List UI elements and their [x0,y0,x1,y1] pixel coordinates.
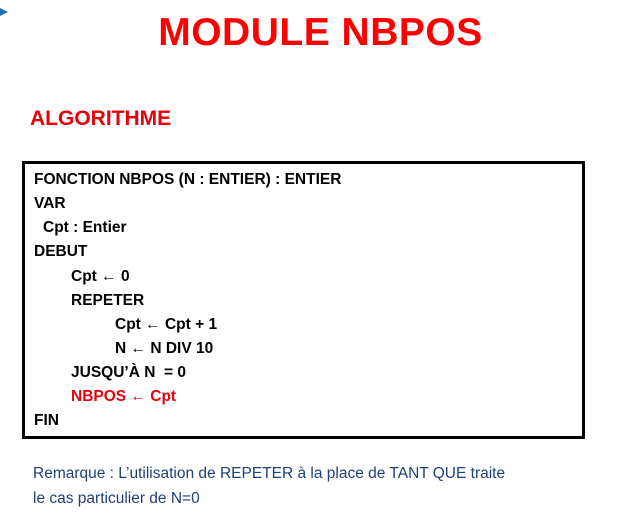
assign-arrow-icon: ← [130,388,146,405]
assign-arrow-icon: ← [130,340,147,357]
page-title: MODULE NBPOS [158,11,483,54]
remark-line-2: le cas particulier de N=0 [33,490,200,507]
assign-arrow-icon: ← [145,316,161,333]
code-line-debut: DEBUT [34,243,88,260]
remark-line-1: Remarque : L’utilisation de REPETER à la… [33,465,506,482]
code-line-return: NBPOS ← Cpt [71,387,176,407]
code-line-jusqua: JUSQU’À N = 0 [71,364,186,381]
code-expression: N DIV 10 [150,340,214,357]
code-var-cpt: Cpt [115,316,141,333]
code-line-repeter: REPETER [71,292,145,309]
section-heading: ALGORITHME [30,107,172,130]
code-expression: Cpt + 1 [164,316,218,333]
code-var-cpt: Cpt [71,268,97,285]
code-var-cpt: Cpt [150,388,177,405]
remark-note: Remarque : L’utilisation de REPETER à la… [33,461,623,511]
algorithm-box: FONCTION NBPOS (N : ENTIER) : ENTIER VAR… [22,161,585,439]
code-line-init: Cpt ← 0 [71,267,130,287]
assign-arrow-icon: ← [101,268,117,285]
code-line-increment: Cpt ← Cpt + 1 [115,315,217,335]
code-value-zero: 0 [120,268,130,285]
code-function-name: NBPOS [71,388,127,405]
code-line-fin: FIN [34,412,59,429]
code-line-declaration: Cpt : Entier [43,219,127,236]
code-line-divide: N ← N DIV 10 [115,339,213,359]
code-line-var: VAR [34,195,66,212]
code-var-n: N [115,340,127,357]
code-line-function: FONCTION NBPOS (N : ENTIER) : ENTIER [34,171,342,188]
corner-arrow-icon [0,8,8,16]
